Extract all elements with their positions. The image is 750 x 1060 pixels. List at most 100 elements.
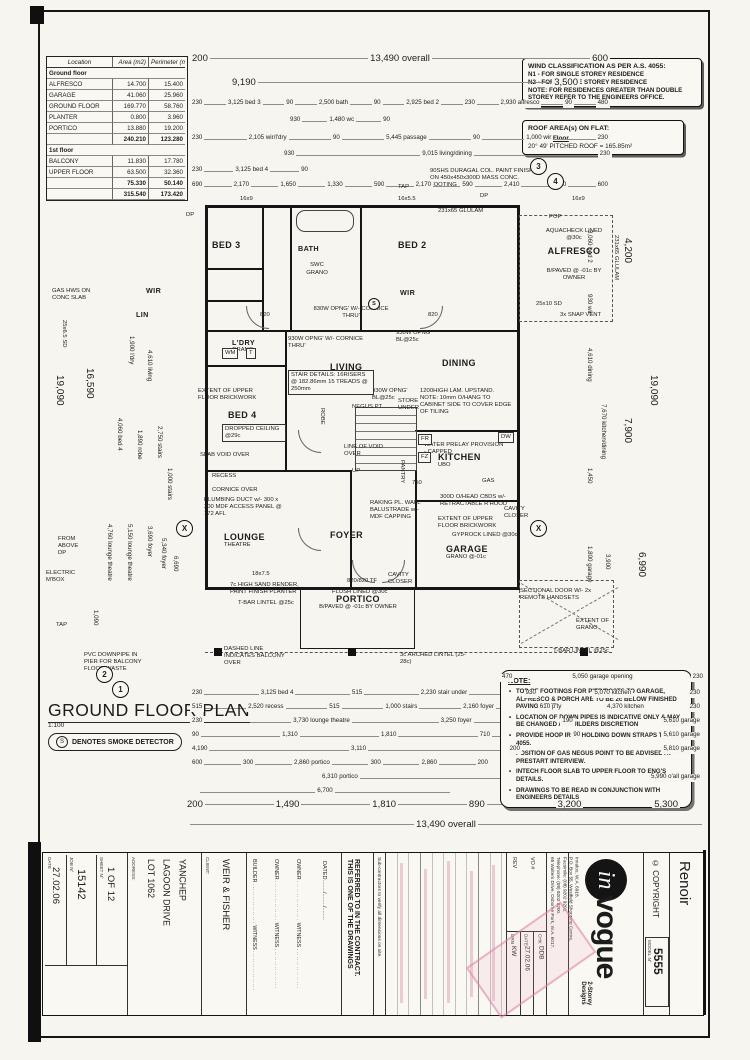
wall-segment — [205, 205, 208, 590]
witness-label: WITNESS — [295, 922, 301, 948]
sectional-door-outline — [519, 580, 614, 648]
wind-line: N2 - FOR DOUBLE STOREY RESIDENCE — [528, 78, 648, 86]
rev-label: REV — [511, 857, 517, 869]
dim-value: 2,170 — [231, 181, 252, 190]
tdate-value: 27.02.06 — [523, 946, 531, 971]
dim-value: 230 — [190, 689, 205, 698]
area-cell-area — [113, 68, 149, 79]
pier-post — [580, 648, 588, 656]
note-item: INTECH FLOOR SLAB TO UPPER FLOOR TO ENG'… — [509, 768, 684, 783]
handwriting-mark — [424, 869, 427, 999]
area-cell-perimeter: 32.360 — [149, 167, 185, 178]
model-number-value: 5555 — [651, 948, 665, 975]
area-table-row: 315.540 173.420 — [47, 189, 187, 200]
area-cell-location: GROUND FLOOR — [47, 101, 113, 112]
area-cell-perimeter: 17.780 — [149, 156, 185, 167]
area-cell-area: 240.210 — [113, 134, 149, 145]
wall-segment — [285, 332, 287, 470]
dim-value: 3,730 lounge theatre — [291, 717, 352, 726]
pier-post — [214, 648, 222, 656]
smoke-detector-legend: S DENOTES SMOKE DETECTOR — [48, 733, 182, 751]
handwriting-mark — [447, 861, 450, 1003]
date-cell: DATE 27.02.06 — [45, 855, 67, 965]
note-item: POSITION OF GAS NEGUS POINT TO BE ADVISE… — [509, 750, 684, 765]
notes-title: NOTE: — [508, 676, 531, 685]
logo-vogue-text: vogue — [590, 895, 623, 979]
signature-cell: BUILDER WITNESS OWNER WITNESS OWNER WITN… — [246, 853, 341, 1015]
area-cell-perimeter: 25.960 — [149, 90, 185, 101]
dim-value: 230 — [690, 673, 705, 682]
model-number-label: MODEL N° — [647, 940, 652, 963]
dim-value: 230 — [190, 166, 205, 175]
drn-label: DRN — [510, 934, 515, 944]
dim-value: 2,410 — [502, 181, 522, 190]
company-line: P.O. Box 55, Westfield Shopping Centre, — [568, 857, 574, 942]
dim-value: 515 — [349, 689, 365, 698]
dim-value: 13,490 overall — [414, 819, 478, 830]
dim-value: 3,250 foyer — [438, 717, 474, 726]
dim-value: 1,480 wc — [327, 116, 357, 125]
vo-label: VO # — [529, 857, 535, 870]
area-col-perimeter: Perimeter (m) — [149, 57, 185, 68]
dim-value: 3,125 bed 4 — [258, 689, 296, 698]
pier-post — [348, 648, 356, 656]
dim-value: 90 — [381, 116, 392, 125]
model-number-box: MODEL N° 5555 — [645, 937, 669, 1007]
tdate-cell: DATE 27.02.06 — [521, 932, 535, 1016]
dim-value: 2,230 stair under — [418, 689, 470, 698]
dim-value: 230 — [462, 99, 477, 108]
note-item: DRAWINGS TO BE READ IN CONJUNCTION WITH … — [509, 787, 684, 802]
dim-value: 90 — [371, 99, 383, 108]
witness-label: WITNESS — [273, 922, 279, 948]
wall-segment — [205, 470, 352, 472]
area-cell-area: 14.700 — [113, 79, 149, 90]
dim-row-overall-bottom: 13,490 overall — [190, 819, 702, 830]
area-cell-area — [113, 145, 149, 156]
dim-value: 90 — [299, 166, 310, 175]
area-cell-perimeter: 173.420 — [149, 189, 185, 200]
wall-segment — [205, 365, 287, 367]
signature-dots — [251, 884, 257, 924]
area-cell-area: 63.500 — [113, 167, 149, 178]
contract-note: THIS IS ONE OF THE DRAWINGS REFERRED TO … — [346, 859, 360, 977]
signature-dots — [295, 881, 301, 921]
dim-value: 200 — [507, 745, 522, 754]
address-line: LOT 1062 — [145, 859, 156, 898]
drn-cell: DRN KW — [507, 932, 521, 1016]
wall-segment — [517, 205, 520, 590]
dim-value: 1,000 wir — [524, 134, 554, 143]
dim-value: 4,190 — [190, 745, 210, 754]
dim-value: 590 — [371, 181, 387, 190]
dim-value: 2,500 bath — [316, 99, 351, 108]
dim-value: 190 — [560, 717, 575, 726]
dim-value: 4,370 kitchen — [605, 703, 646, 712]
wind-title: WIND CLASSIFICATION AS PER A.S. 4055: — [528, 63, 666, 70]
dim-row: 6,700 — [200, 787, 450, 796]
scan-artifact — [28, 842, 41, 1042]
witness-dots — [251, 951, 257, 991]
dim-value: 300 — [241, 759, 256, 768]
wall-segment — [415, 500, 519, 502]
signature-line: OWNER WITNESS — [295, 859, 317, 1009]
dim-value: 230 — [190, 99, 205, 108]
dim-value: 200 — [185, 799, 205, 810]
signature-lines: BUILDER WITNESS OWNER WITNESS OWNER WITN… — [251, 859, 317, 1009]
witness-dots — [273, 949, 279, 989]
revision-grid — [385, 853, 506, 1015]
area-cell-perimeter: 3.960 — [149, 112, 185, 123]
area-cell-perimeter — [149, 145, 185, 156]
area-col-location: Location — [47, 57, 113, 68]
chk-label: CHK — [537, 934, 543, 944]
dim-value: 3,110 — [349, 745, 369, 754]
smoke-detector-icon: S — [56, 736, 68, 748]
wall-segment — [350, 470, 352, 589]
dim-value: 690 — [190, 181, 205, 190]
dim-value: 600 — [590, 53, 610, 64]
dim-value: 610 p'ty — [537, 703, 564, 712]
dim-value: 2,105 wir/l'dry — [246, 134, 289, 143]
